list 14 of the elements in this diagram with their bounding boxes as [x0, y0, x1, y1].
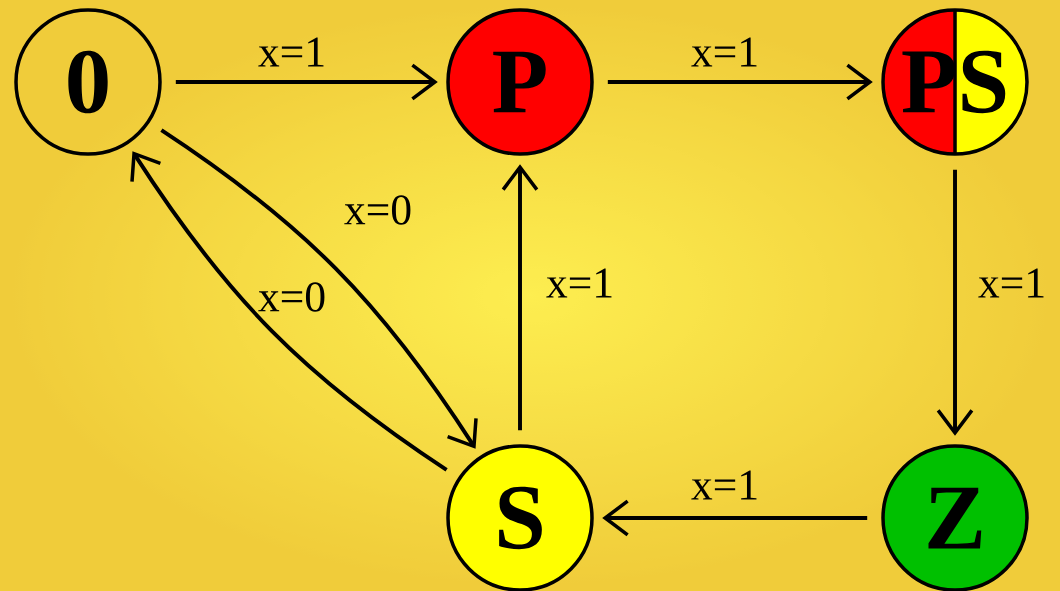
edge-label: x=0 [344, 195, 411, 225]
arrow [501, 164, 539, 431]
edge-label: x=1 [546, 268, 612, 298]
arrow [175, 63, 438, 101]
arrow [160, 128, 478, 449]
arrow [936, 169, 974, 436]
arrow [602, 499, 868, 537]
arrow [130, 151, 448, 472]
edge-label: x=1 [978, 268, 1044, 298]
edge-label: x=1 [691, 470, 757, 500]
edge-label: x=0 [258, 282, 325, 312]
edge-label: x=1 [691, 37, 757, 67]
edge-label: x=1 [258, 37, 324, 67]
arrow [607, 63, 873, 101]
